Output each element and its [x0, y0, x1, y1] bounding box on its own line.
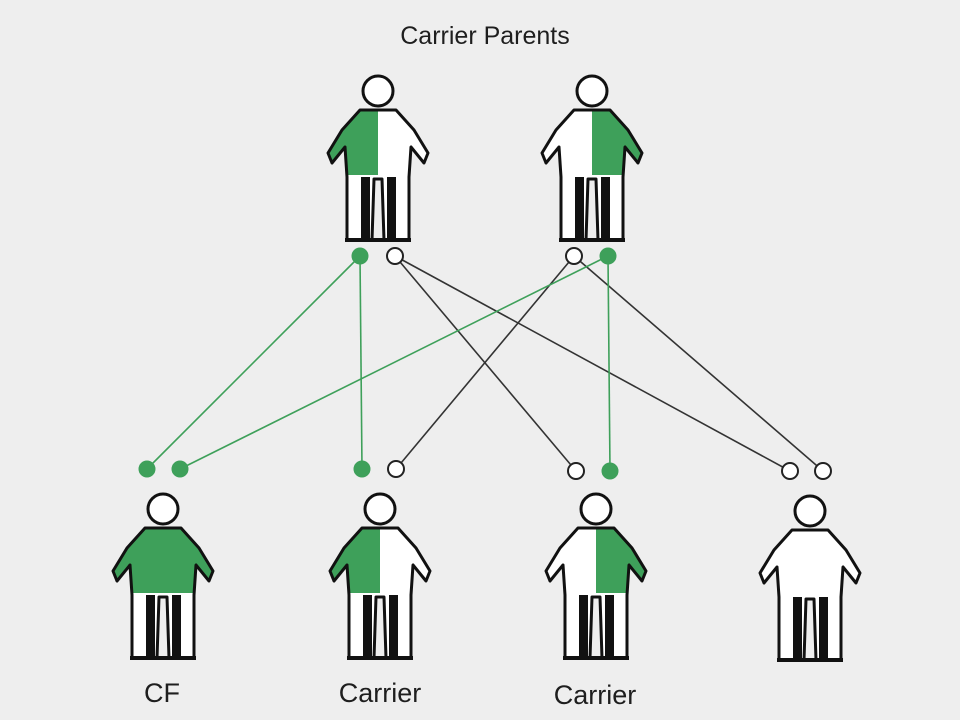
inheritance-line-8 [607, 255, 611, 472]
parent-allele-dot-4 [599, 247, 617, 265]
parent-allele-dot-1 [351, 247, 369, 265]
child-allele-dot-7 [781, 462, 799, 480]
inheritance-line-7 [179, 255, 609, 470]
inheritance-line-4 [394, 255, 791, 472]
child-allele-dot-2 [171, 460, 189, 478]
inheritance-line-6 [573, 255, 824, 472]
child-label-carrier-2: Carrier [553, 680, 637, 710]
inheritance-line-5 [395, 255, 575, 470]
child-figure-4 [758, 494, 862, 662]
parent-figure-1 [326, 74, 430, 242]
child-figure-2 [328, 492, 432, 660]
inheritance-line-2 [359, 255, 363, 470]
parent-allele-dot-3 [565, 247, 583, 265]
child-allele-dot-4 [387, 460, 405, 478]
inheritance-line-1 [146, 255, 361, 470]
child-label-cf: CF [144, 678, 180, 708]
child-allele-dot-8 [814, 462, 832, 480]
figures [111, 74, 862, 662]
child-allele-dot-5 [567, 462, 585, 480]
child-figure-1 [111, 492, 215, 660]
allele-dots [138, 247, 832, 480]
parent-allele-dot-2 [386, 247, 404, 265]
inheritance-line-3 [394, 255, 577, 472]
parent-figure-2 [540, 74, 644, 242]
child-allele-dot-3 [353, 460, 371, 478]
child-figure-3 [544, 492, 648, 660]
diagram-title: Carrier Parents [400, 22, 570, 50]
child-label-carrier-1: Carrier [338, 678, 422, 708]
child-allele-dot-6 [601, 462, 619, 480]
inheritance-lines [146, 255, 824, 472]
child-allele-dot-1 [138, 460, 156, 478]
